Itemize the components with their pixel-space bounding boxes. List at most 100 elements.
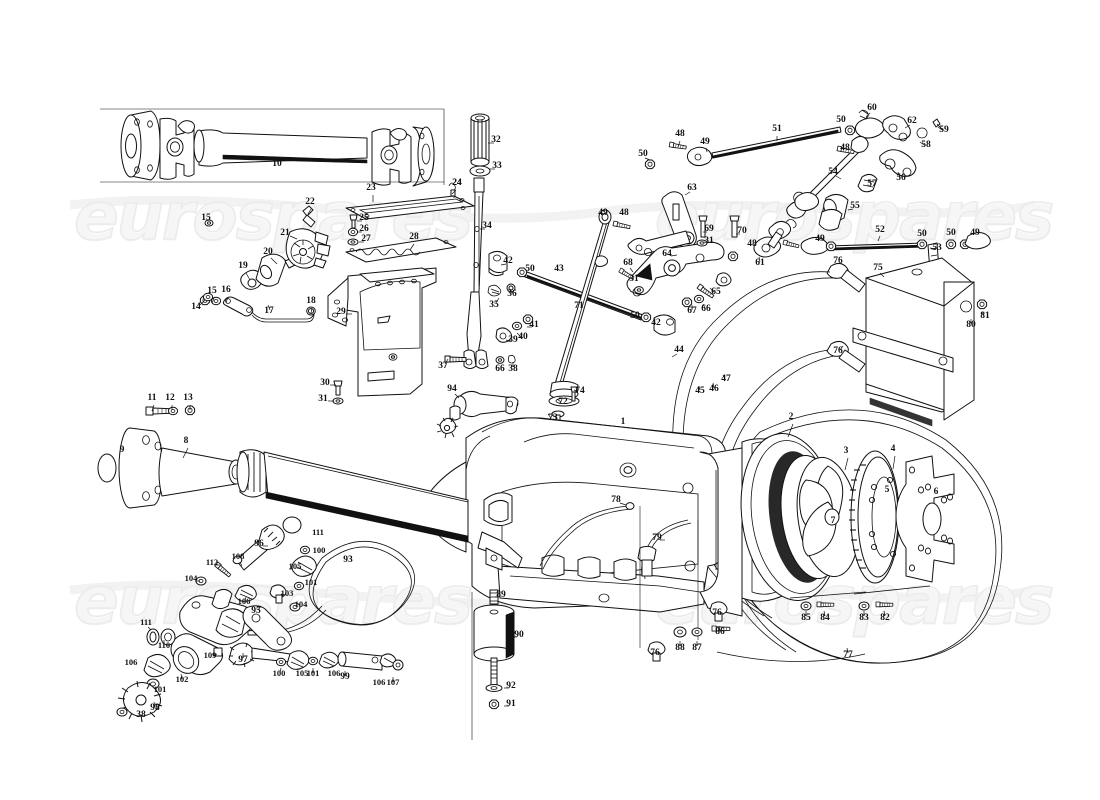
part-number-48: 48 bbox=[619, 208, 629, 218]
part-number-15: 15 bbox=[207, 286, 217, 296]
part-number-10: 10 bbox=[272, 159, 282, 169]
part-number-111: 111 bbox=[140, 617, 152, 627]
part-number-39: 39 bbox=[508, 335, 518, 345]
callout-leader-line bbox=[919, 141, 925, 146]
part-number-88: 88 bbox=[675, 643, 685, 653]
rear-propeller-shaft bbox=[97, 427, 469, 543]
part-number-94: 94 bbox=[447, 384, 457, 394]
part-number-31: 31 bbox=[629, 274, 639, 284]
part-number-68: 68 bbox=[623, 258, 633, 268]
part-number-38: 38 bbox=[136, 710, 146, 720]
part-number-49: 49 bbox=[598, 208, 608, 218]
part-number-24: 24 bbox=[452, 178, 462, 188]
part-number-85: 85 bbox=[801, 613, 811, 623]
part-number-42: 42 bbox=[503, 256, 513, 266]
part-number-104: 104 bbox=[295, 599, 309, 609]
part-number-92: 92 bbox=[506, 681, 516, 691]
part-number-26: 26 bbox=[359, 224, 369, 234]
part-number-95: 95 bbox=[251, 606, 261, 616]
part-number-108: 108 bbox=[232, 551, 245, 561]
part-number-37: 37 bbox=[438, 361, 448, 371]
part-number-62: 62 bbox=[907, 116, 917, 126]
part-number-1: 1 bbox=[621, 417, 626, 427]
part-number-106: 106 bbox=[238, 596, 251, 606]
part-number-83: 83 bbox=[859, 613, 869, 623]
callout-leader-line bbox=[670, 254, 678, 257]
part-number-98: 98 bbox=[150, 703, 160, 713]
callout-leader-line bbox=[937, 126, 943, 131]
part-number-106: 106 bbox=[328, 668, 341, 678]
part-number-101: 101 bbox=[305, 577, 318, 587]
speedometer-drive-yoke-94 bbox=[436, 390, 519, 439]
callout-leader-line bbox=[892, 455, 896, 470]
callout-leader-line bbox=[619, 502, 627, 506]
callout-leader-line bbox=[225, 296, 229, 304]
part-number-97: 97 bbox=[238, 655, 248, 665]
part-number-48: 48 bbox=[675, 129, 685, 139]
part-number-8: 8 bbox=[184, 436, 189, 446]
part-number-82: 82 bbox=[880, 613, 890, 623]
part-number-34: 34 bbox=[482, 221, 492, 231]
oil-cooler-75 bbox=[672, 257, 988, 653]
part-number-101: 101 bbox=[154, 684, 167, 694]
part-number-81: 81 bbox=[980, 311, 990, 321]
part-number-103: 103 bbox=[281, 588, 294, 598]
part-number-19: 19 bbox=[238, 261, 248, 271]
callout-leader-line bbox=[307, 208, 312, 215]
callout-leader-line bbox=[279, 667, 282, 674]
part-number-18: 18 bbox=[306, 296, 316, 306]
callout-leader-line bbox=[629, 267, 634, 273]
part-number-21: 21 bbox=[280, 228, 290, 238]
part-number-90: 90 bbox=[514, 630, 524, 640]
part-number-100: 100 bbox=[313, 545, 326, 555]
callout-leader-line bbox=[454, 393, 460, 399]
callout-leader-line bbox=[270, 257, 278, 265]
callout-leader-line bbox=[147, 626, 152, 631]
callout-leader-line bbox=[835, 175, 842, 180]
part-number-70: 70 bbox=[737, 226, 747, 236]
part-number-110: 110 bbox=[158, 640, 170, 650]
callout-leader-line bbox=[212, 653, 218, 657]
callout-leader-line bbox=[239, 561, 243, 567]
part-number-29: 29 bbox=[336, 307, 346, 317]
part-number-49: 49 bbox=[700, 137, 710, 147]
callout-leader-line bbox=[868, 179, 872, 185]
part-number-111: 111 bbox=[312, 527, 324, 537]
callout-leader-line bbox=[879, 272, 885, 278]
callout-leader-line bbox=[644, 157, 651, 161]
callout-leader-line bbox=[153, 701, 156, 708]
callout-leader-line bbox=[573, 389, 579, 393]
part-number-51: 51 bbox=[772, 124, 782, 134]
transmission-mount bbox=[473, 589, 515, 710]
part-number-65: 65 bbox=[711, 287, 721, 297]
part-number-31: 31 bbox=[704, 236, 714, 246]
part-number-15: 15 bbox=[201, 213, 211, 223]
part-number-13: 13 bbox=[183, 393, 193, 403]
callout-leader-line bbox=[758, 256, 761, 263]
fastener-group-11-13 bbox=[145, 405, 196, 416]
part-number-42: 42 bbox=[651, 318, 661, 328]
callout-leader-line bbox=[180, 673, 183, 680]
part-number-74: 74 bbox=[575, 386, 585, 396]
callout-leader-line bbox=[839, 345, 844, 351]
part-number-24: 24 bbox=[452, 178, 462, 188]
part-number-12: 12 bbox=[165, 393, 175, 403]
speedometer-drive-assembly bbox=[116, 516, 404, 723]
callout-leader-line bbox=[702, 303, 706, 309]
part-number-100: 100 bbox=[273, 668, 286, 678]
callout-leader-line bbox=[267, 304, 271, 311]
part-number-6: 6 bbox=[934, 487, 939, 497]
part-number-67: 67 bbox=[687, 306, 697, 316]
part-number-49: 49 bbox=[970, 228, 980, 238]
part-number-17: 17 bbox=[264, 306, 274, 316]
part-number-58: 58 bbox=[921, 140, 931, 150]
part-number-50: 50 bbox=[946, 228, 956, 238]
part-number-73: 73 bbox=[548, 413, 558, 423]
callout-leader-line bbox=[671, 353, 678, 358]
part-number-52: 52 bbox=[875, 225, 885, 235]
callout-leader-line bbox=[245, 272, 251, 281]
part-number-45: 45 bbox=[695, 386, 705, 396]
